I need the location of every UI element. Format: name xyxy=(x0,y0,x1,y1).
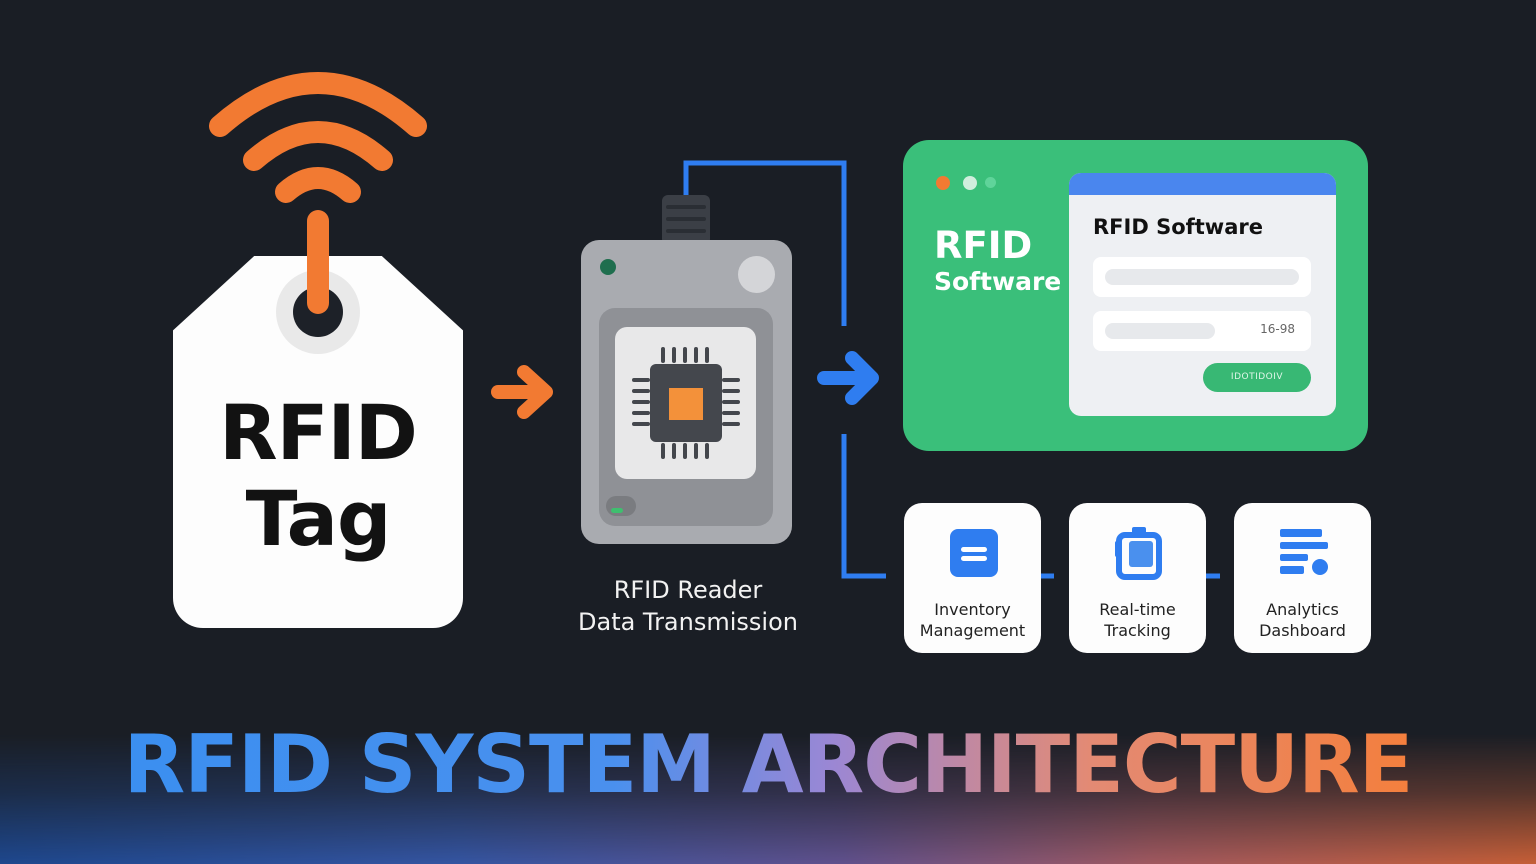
software-panel-title-line2: Software xyxy=(934,267,1062,296)
module-connector-line xyxy=(841,434,886,579)
arrow-right-icon xyxy=(491,365,553,419)
reader-toggle-icon xyxy=(606,496,636,516)
software-input-field[interactable] xyxy=(1093,257,1311,297)
software-window-titlebar xyxy=(1069,173,1336,195)
reader-knob xyxy=(738,256,775,293)
reader-caption-line1: RFID Reader xyxy=(613,576,763,604)
status-led-icon xyxy=(600,259,616,275)
module-inventory-management: Inventory Management xyxy=(904,503,1041,653)
tag-label-line1: RFID xyxy=(219,388,418,477)
module-label-line2: Dashboard xyxy=(1259,621,1346,640)
module-label-line2: Tracking xyxy=(1104,621,1171,640)
module-real-time-tracking: Real-time Tracking xyxy=(1069,503,1206,653)
software-window: RFID Software 16-98 IDOTIDOIV xyxy=(1069,173,1336,416)
module-label-line2: Management xyxy=(919,621,1026,640)
module-label-line1: Inventory xyxy=(934,600,1011,619)
window-dot-light xyxy=(963,176,977,190)
list-icon xyxy=(950,529,998,577)
module-analytics-dashboard: Analytics Dashboard xyxy=(1234,503,1371,653)
tag-label-line2: Tag xyxy=(245,474,392,563)
clipboard-icon xyxy=(1115,527,1162,580)
software-panel-title-line1: RFID xyxy=(934,224,1033,267)
software-value-field[interactable]: 16-98 xyxy=(1093,311,1311,351)
window-dot-orange xyxy=(936,176,950,190)
software-action-button[interactable]: IDOTIDOIV xyxy=(1203,363,1311,392)
software-window-title: RFID Software xyxy=(1093,215,1263,239)
reader-caption-line2: Data Transmission xyxy=(578,608,798,636)
cable-line xyxy=(683,160,847,326)
page-title-text: RFID SYSTEM ARCHITECTURE xyxy=(123,718,1414,811)
reader-connector-plug xyxy=(662,195,710,245)
tag-label: RFID Tag xyxy=(173,390,463,562)
module-label-line1: Analytics xyxy=(1266,600,1339,619)
dashboard-icon xyxy=(1280,529,1328,575)
page-title: RFID SYSTEM ARCHITECTURE xyxy=(0,720,1536,810)
reader-caption: RFID Reader Data Transmission xyxy=(560,574,816,638)
wireless-signal-icon xyxy=(209,72,427,203)
arrow-right-icon xyxy=(817,351,879,405)
bottom-gradient-glow xyxy=(0,734,1536,864)
antenna-stem xyxy=(307,210,329,314)
software-field-value: 16-98 xyxy=(1260,322,1295,336)
module-label-line1: Real-time xyxy=(1099,600,1176,619)
window-dot-green xyxy=(985,177,996,188)
software-panel-title: RFID Software xyxy=(934,226,1061,298)
